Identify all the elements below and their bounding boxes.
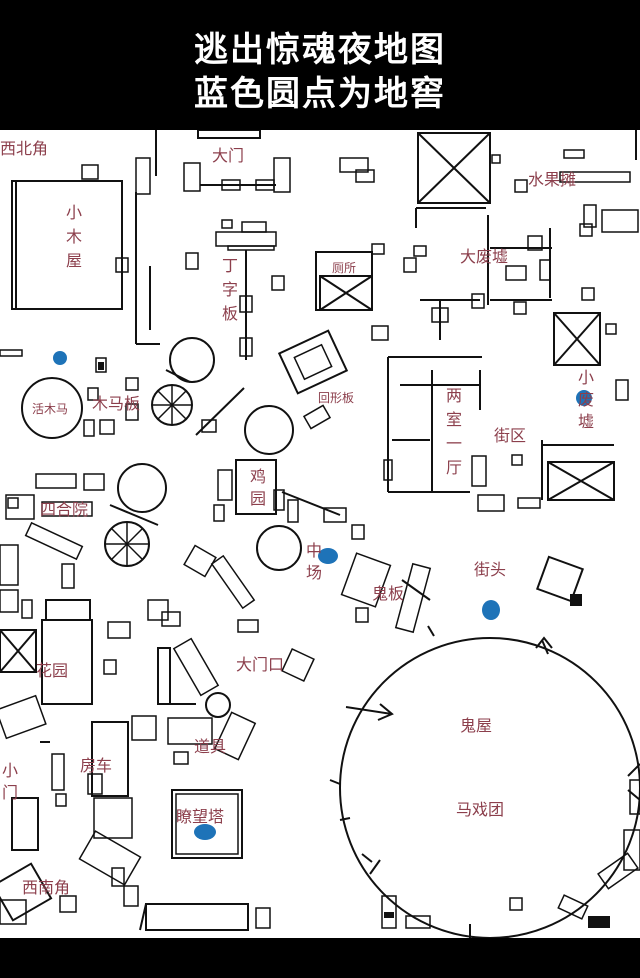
- label-rv: 房车: [80, 756, 112, 775]
- label-fruit-stall: 水果摊: [528, 170, 576, 189]
- cellar-dot[interactable]: [318, 548, 338, 564]
- label-main-gate-mouth: 大门口: [236, 655, 284, 674]
- label-carousel: 活木马: [32, 402, 68, 416]
- label-big-ruins: 大废墟: [460, 247, 508, 266]
- label-ghost-house: 鬼屋: [460, 716, 492, 735]
- map-obstacles: [0, 130, 640, 938]
- map-svg: 西北角 大门 水果摊 小 木 屋 丁 字 板 厕所 大废墟 活木马 木马板 回形…: [0, 130, 640, 938]
- cellar-dot[interactable]: [194, 824, 216, 840]
- label-northwest-corner: 西北角: [0, 139, 48, 158]
- page-header: 逃出惊魂夜地图 蓝色圆点为地窖: [0, 0, 640, 130]
- label-cabin: 小 木 屋: [66, 203, 87, 270]
- label-block: 街区: [494, 426, 526, 445]
- label-center: 中 场: [306, 541, 327, 582]
- label-loop-board: 回形板: [318, 391, 354, 405]
- cellar-markers: [53, 351, 592, 840]
- label-watchtower: 瞭望塔: [176, 807, 224, 826]
- label-main-gate: 大门: [212, 146, 244, 165]
- label-two-room-hall: 两 室 一 厅: [446, 386, 467, 477]
- label-courtyard: 四合院: [40, 500, 88, 519]
- page-footer: [0, 938, 640, 978]
- label-garden: 花园: [36, 661, 68, 680]
- map-labels: 西北角 大门 水果摊 小 木 屋 丁 字 板 厕所 大废墟 活木马 木马板 回形…: [0, 139, 599, 897]
- label-chicken-garden: 鸡 园: [250, 467, 271, 508]
- map-canvas[interactable]: 西北角 大门 水果摊 小 木 屋 丁 字 板 厕所 大废墟 活木马 木马板 回形…: [0, 130, 640, 938]
- cellar-dot[interactable]: [482, 600, 500, 620]
- label-circus: 马戏团: [456, 800, 504, 819]
- label-ding-board: 丁 字 板: [222, 256, 243, 323]
- page-title: 逃出惊魂夜地图: [194, 30, 446, 70]
- label-street-end: 街头: [474, 560, 506, 579]
- page-subtitle: 蓝色圆点为地窖: [194, 74, 446, 114]
- label-small-ruins: 小 废 墟: [578, 368, 599, 431]
- label-horse-board: 木马板: [92, 394, 140, 413]
- cellar-dot[interactable]: [53, 351, 67, 365]
- label-ghost-board: 鬼板: [372, 584, 404, 603]
- cellar-dot[interactable]: [576, 390, 592, 406]
- label-prop-cart: 道具: [194, 737, 226, 756]
- label-toilet: 厕所: [332, 261, 356, 275]
- label-southwest-corner: 西南角: [22, 878, 70, 897]
- label-small-gate: 小 门: [2, 761, 23, 802]
